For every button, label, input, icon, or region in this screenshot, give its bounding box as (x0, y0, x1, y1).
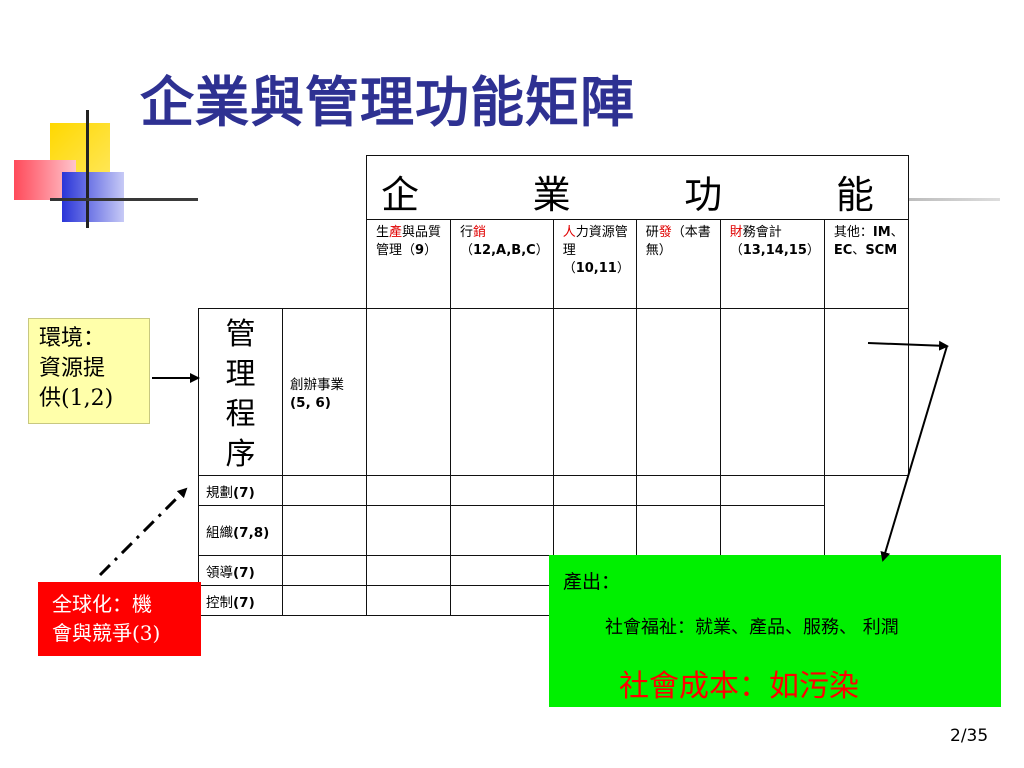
business-function-text: ） (424, 243, 438, 258)
management-process-cell: 創辦事業 (5, 6) (282, 308, 367, 476)
business-function-text: ） (535, 243, 549, 258)
environment-text-line: 供(1,2) (39, 386, 114, 411)
function-matrix-table: 企業功能 生產與品質管理（9）行銷（12,A,B,C）人力資源管理（10,11）… (198, 155, 909, 616)
globalization-text-line: 全球化：機 (52, 592, 152, 616)
matrix-cell (450, 475, 554, 506)
business-header-char: 功 (684, 173, 723, 217)
process-chapters: (7) (233, 594, 255, 611)
environment-text-line: 環境： (39, 326, 106, 351)
business-function-text: （本書無） (645, 225, 711, 258)
matrix-cell (366, 308, 451, 476)
business-function-text: 研 (645, 225, 659, 240)
output-title: 產出： (563, 571, 621, 593)
matrix-cell (366, 505, 451, 556)
matrix-cell (282, 585, 367, 616)
management-process-cell: 控制(7) (198, 585, 283, 616)
process-chapters: (7,8) (233, 524, 270, 541)
globalization-box: 全球化：機會與競爭(3) (38, 582, 201, 656)
process-chapters: (7) (233, 564, 255, 581)
management-header-char: 序 (225, 437, 256, 472)
business-header-char: 業 (532, 173, 571, 217)
matrix-cell (719, 505, 825, 556)
decor-vertical-line (86, 110, 89, 228)
matrix-cell (823, 308, 909, 476)
management-process-cell: 組織(7,8) (198, 505, 283, 556)
decor-blue-square (62, 172, 124, 222)
matrix-cell (282, 505, 367, 556)
globalization-text-line: 會與競爭(3) (52, 621, 161, 645)
business-function-cell: 其他：IM、EC、SCM (823, 219, 909, 309)
process-name: 創辦事業 (290, 377, 344, 393)
business-header-char: 企 (381, 173, 420, 217)
process-name: 規劃 (206, 484, 233, 501)
process-chapters: (5, 6) (290, 395, 331, 411)
matrix-cell (366, 555, 451, 586)
business-function-text: IM (872, 225, 891, 240)
matrix-cell (719, 308, 825, 476)
business-function-text: 9 (415, 243, 425, 258)
business-function-cell: 財務會計（13,14,15） (719, 219, 825, 309)
business-function-text: 10,11 (575, 261, 617, 276)
business-function-text: 人 (562, 225, 576, 240)
environment-box: 環境： 資源提供(1,2) (28, 318, 150, 424)
management-header-char: 程 (225, 397, 256, 432)
management-process-row: 管理程序創辦事業(5, 6) (198, 308, 909, 476)
business-function-text: 行 (460, 225, 474, 240)
business-function-text: ） (806, 243, 820, 258)
management-process-row: 組織(7,8) (198, 505, 909, 556)
output-box: 產出： 社會福祉：就業、產品、服務、 利潤 社會成本：如污染 (549, 555, 1001, 707)
matrix-cell (450, 308, 554, 476)
matrix-cell (366, 585, 451, 616)
business-function-text: SCM (865, 243, 898, 258)
process-name: 組織 (206, 524, 233, 541)
business-function-cell: 人力資源管理（10,11） (552, 219, 637, 309)
business-function-text: EC (833, 243, 853, 258)
matrix-cell (635, 505, 721, 556)
management-process-cell: 領導(7) (198, 555, 283, 586)
business-function-text: （ (460, 243, 474, 258)
business-function-text: 其他： (833, 225, 873, 240)
matrix-cell (450, 585, 554, 616)
management-header-char: 理 (225, 357, 256, 392)
business-function-text: 務會計（ (729, 225, 782, 258)
environment-text-line: 資源提 (39, 356, 106, 381)
process-name: 控制 (206, 594, 233, 611)
management-process-row: 規劃(7) (198, 475, 909, 506)
business-function-text: ） (616, 261, 630, 276)
business-function-cell: 行銷 （12,A,B,C） (450, 219, 554, 309)
social-cost-text: 社會成本：如污染 (619, 669, 859, 704)
business-function-text: 產 (389, 225, 403, 240)
business-function-text: 銷 (473, 225, 487, 240)
process-name: 領導 (206, 564, 233, 581)
business-function-text: 財 (729, 225, 743, 240)
management-process-header: 管理程序 (198, 308, 283, 476)
matrix-output-line (867, 340, 949, 351)
business-function-cell: 生產與品質管理（9） (366, 219, 451, 309)
business-function-text: 12,A,B,C (473, 243, 536, 258)
business-function-text: 與品質管理（ (376, 225, 442, 258)
business-function-text: 生 (376, 225, 390, 240)
business-function-text: 、 (890, 225, 904, 240)
business-function-text: 發 (658, 225, 672, 240)
management-header-char: 管 (225, 317, 256, 352)
page-number: 2/35 (950, 726, 989, 746)
matrix-cell (552, 475, 637, 506)
business-function-text: 力資源管理（ (562, 225, 628, 276)
social-benefit-text: 社會福祉：就業、產品、服務、 利潤 (605, 617, 899, 638)
output-arrow (880, 345, 948, 562)
matrix-cell (450, 505, 554, 556)
slide-title: 企業與管理功能矩陣 (140, 71, 635, 134)
globalization-input-arrow (98, 487, 188, 577)
business-function-text: 、 (852, 243, 866, 258)
process-chapters: (7) (233, 484, 255, 501)
business-header-char: 能 (835, 173, 874, 217)
business-function-text: 13,14,15 (742, 243, 807, 258)
